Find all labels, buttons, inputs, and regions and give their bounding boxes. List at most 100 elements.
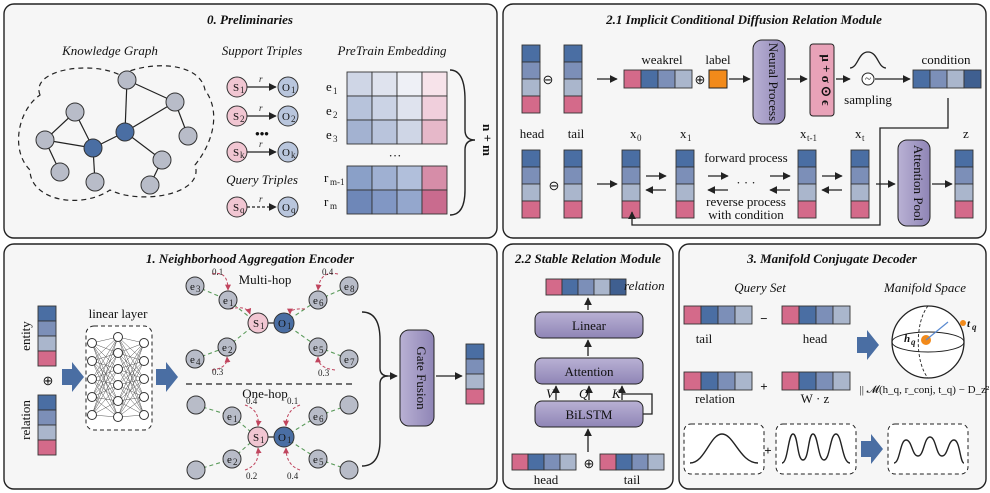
linear-box <box>534 311 644 339</box>
decoder-vectors <box>683 305 851 391</box>
svg-text:1: 1 <box>287 321 292 331</box>
svg-text:x: x <box>855 126 862 141</box>
vector-cell <box>850 200 870 219</box>
svg-text:O: O <box>278 432 286 444</box>
vector-cell <box>465 373 485 390</box>
query-label: Query Triples <box>226 172 298 187</box>
svg-text:e: e <box>313 454 318 466</box>
nn-edge <box>117 360 145 418</box>
embedding-cell <box>371 189 398 215</box>
embedding-cell <box>346 165 373 191</box>
embedding-cell <box>421 165 448 191</box>
encoder-output-vector <box>465 343 485 405</box>
tail-vector <box>563 44 583 114</box>
panel-stable: 2.2 Stable Relation Module relation Line… <box>502 243 674 490</box>
embedding-cell <box>346 189 373 215</box>
svg-text:t: t <box>967 318 971 330</box>
svg-text:0.4: 0.4 <box>246 396 258 406</box>
nn-edge <box>117 378 145 418</box>
svg-text:1: 1 <box>233 414 238 424</box>
svg-text:S: S <box>233 111 239 123</box>
oplus-encoder: ⊕ <box>43 373 54 388</box>
nn-edge <box>91 342 119 418</box>
vector-cell <box>815 371 834 391</box>
kg-label: Knowledge Graph <box>61 43 158 58</box>
vector-cell <box>798 371 817 391</box>
embedding-cell <box>421 95 448 121</box>
relation-vector <box>683 371 753 391</box>
vector-cell <box>640 69 659 89</box>
svg-text:0: 0 <box>637 133 642 143</box>
vector-cell <box>963 69 982 89</box>
nn-edge <box>117 352 145 380</box>
nn-edge <box>117 352 145 416</box>
vector-cell <box>609 278 627 296</box>
vector-cell <box>37 394 57 411</box>
nn-node <box>113 396 123 406</box>
svg-text:q: q <box>240 205 245 215</box>
sampling-label: sampling <box>844 92 892 107</box>
condition-label: condition <box>921 52 971 67</box>
svg-text:O: O <box>278 318 286 330</box>
panel-title: 3. Manifold Conjugate Decoder <box>746 251 918 266</box>
vector-cell <box>954 149 974 168</box>
embedding-cell <box>396 189 423 215</box>
vector-cell <box>561 278 579 296</box>
svg-text:t-1: t-1 <box>807 133 817 143</box>
vector-cell <box>511 453 529 471</box>
svg-text:x: x <box>800 126 807 141</box>
vector-cell <box>37 305 57 322</box>
svg-text:0.4: 0.4 <box>322 267 334 277</box>
relation-label: relation <box>624 278 665 293</box>
tail-label: tail <box>624 472 641 487</box>
vector-cell <box>37 335 57 352</box>
nn-node <box>113 364 123 374</box>
oplus-top: ⊕ <box>695 72 706 87</box>
relation-vector <box>37 394 57 456</box>
head-vector <box>511 453 577 471</box>
svg-text:e: e <box>227 411 232 423</box>
svg-text:e: e <box>227 454 232 466</box>
vector-cell <box>37 350 57 367</box>
svg-text:S: S <box>233 82 239 94</box>
condition-vector <box>912 69 982 89</box>
nn-edge <box>91 384 119 416</box>
vector-cell <box>563 200 583 219</box>
kg-nodes <box>35 70 198 195</box>
head-vector <box>521 44 541 114</box>
relation-label: relation <box>695 391 735 406</box>
tail-vector <box>599 453 665 471</box>
relation-label: relation <box>18 400 33 440</box>
svg-text:q: q <box>291 205 296 215</box>
nn-edge <box>117 378 145 402</box>
attention-label: Attention <box>564 364 614 379</box>
svg-text:5: 5 <box>319 457 324 467</box>
embedding-cell <box>346 71 373 97</box>
nn-edge <box>91 352 119 380</box>
svg-text:1: 1 <box>291 85 296 95</box>
vector-cell <box>929 69 948 89</box>
svg-text:2: 2 <box>291 114 296 124</box>
vector-cell <box>781 305 800 325</box>
vector-cell <box>850 166 870 185</box>
svg-text:3: 3 <box>333 134 338 144</box>
svg-text:1: 1 <box>287 435 292 445</box>
nn-node <box>139 410 149 420</box>
vector-cell <box>647 453 665 471</box>
svg-text:S: S <box>233 147 239 159</box>
svg-text:x: x <box>680 126 687 141</box>
tail-vector <box>563 149 583 219</box>
attention-pool-label: Attention Pool <box>911 145 926 222</box>
arrow-1 <box>62 362 84 392</box>
vector-cell <box>675 149 695 168</box>
x1-vector <box>675 149 695 219</box>
vector-cell <box>521 166 541 185</box>
label-box <box>708 69 728 89</box>
vector-cell <box>563 183 583 202</box>
nn-edge <box>117 368 145 398</box>
wz-vector <box>781 371 851 391</box>
svg-text:e: e <box>344 354 349 366</box>
